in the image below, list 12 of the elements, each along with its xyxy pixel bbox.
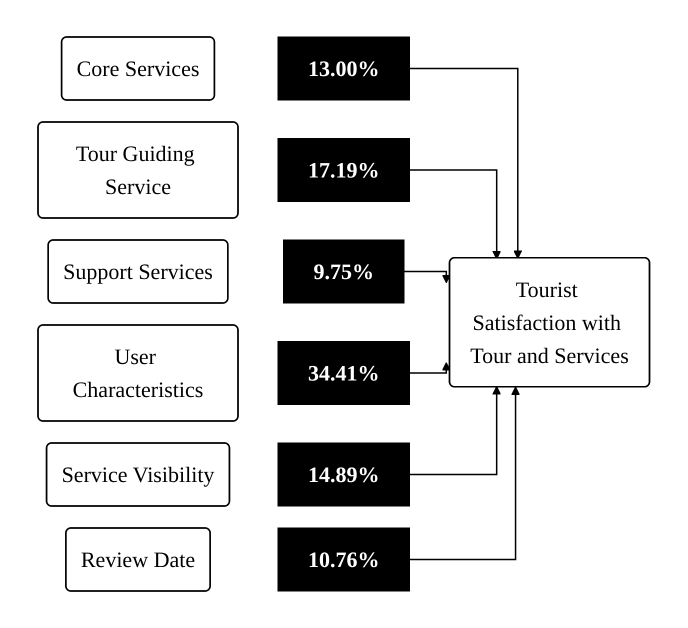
arrow [410,386,520,560]
arrow [410,169,502,260]
node-box: 9.75% [283,240,405,304]
node-box: 17.19% [278,138,410,202]
node-box: 14.89% [278,442,410,506]
arrow [410,362,451,374]
arrow [410,68,522,260]
node-box: 13.00% [278,36,410,100]
node-box: 10.76% [278,528,410,592]
arrow [410,386,502,476]
arrow [404,270,451,284]
node-box: 34.41% [278,341,410,405]
